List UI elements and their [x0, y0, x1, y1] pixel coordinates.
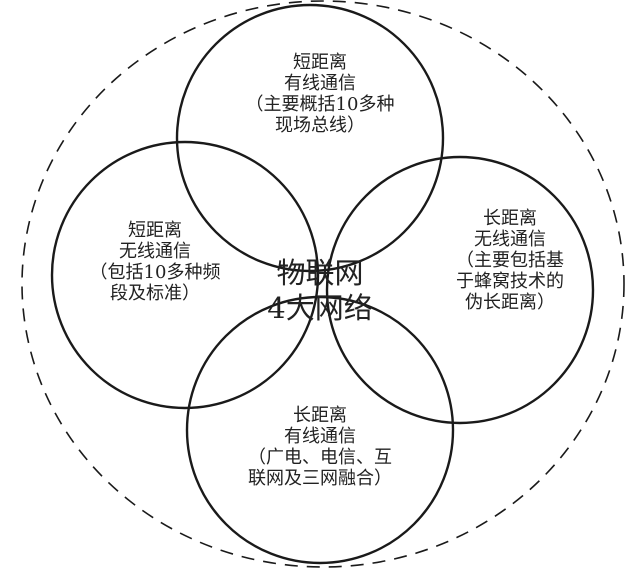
right-line-4: 于蜂窝技术的	[456, 271, 564, 292]
top-line-3: （主要概括10多种	[245, 94, 395, 115]
circle-left	[50, 140, 320, 410]
circle-right	[325, 155, 595, 425]
top-line-4: 现场总线）	[275, 115, 365, 136]
left-line-3: （包括10多种频	[89, 262, 221, 283]
left-line-2: 无线通信	[119, 241, 191, 262]
bottom-line-3: （广电、电信、互	[248, 447, 392, 468]
center-line-2: 4大网络	[267, 291, 373, 325]
right-circle-label: 长距离 无线通信 （主要包括基 于蜂窝技术的 伪长距离）	[425, 208, 595, 313]
left-line-4: 段及标准）	[110, 283, 200, 304]
center-line-1: 物联网	[276, 256, 364, 290]
left-circle-label: 短距离 无线通信 （包括10多种频 段及标准）	[70, 220, 240, 304]
bottom-circle-label: 长距离 有线通信 （广电、电信、互 联网及三网融合）	[220, 405, 420, 489]
circle-top	[175, 3, 445, 273]
circle-bottom	[185, 295, 455, 565]
bottom-line-2: 有线通信	[284, 426, 356, 447]
left-line-1: 短距离	[128, 220, 182, 241]
top-line-2: 有线通信	[284, 73, 356, 94]
top-circle-label: 短距离 有线通信 （主要概括10多种 现场总线）	[230, 52, 410, 136]
right-line-1: 长距离	[483, 208, 537, 229]
right-line-2: 无线通信	[474, 229, 546, 250]
right-line-3: （主要包括基	[456, 250, 564, 271]
center-label: 物联网 4大网络	[250, 256, 390, 326]
outer-dashed-circle	[21, 0, 625, 568]
bottom-line-1: 长距离	[293, 405, 347, 426]
bottom-line-4: 联网及三网融合）	[248, 468, 392, 489]
right-line-5: 伪长距离）	[465, 292, 555, 313]
top-line-1: 短距离	[293, 52, 347, 73]
